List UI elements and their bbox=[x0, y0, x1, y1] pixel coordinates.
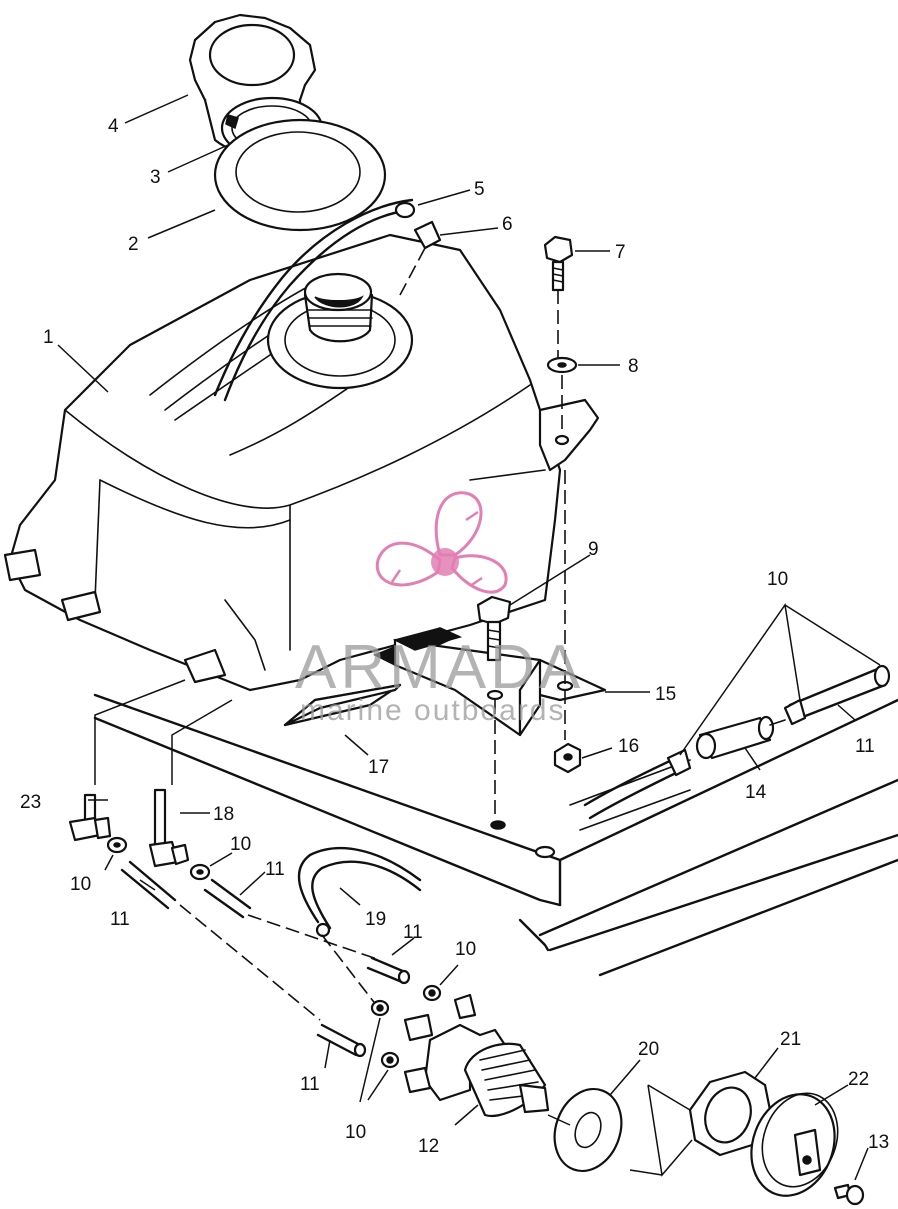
fuel-hose-right bbox=[583, 603, 891, 820]
armada-watermark: ARMADA marine outboards bbox=[295, 491, 584, 727]
fuel-valve-22 bbox=[359, 984, 550, 1118]
gasket-18 bbox=[547, 1087, 623, 1173]
nut-14 bbox=[553, 470, 582, 774]
callout-15: 17 bbox=[368, 757, 389, 778]
callout-4: 4 bbox=[108, 116, 119, 137]
pad-15 bbox=[283, 683, 402, 727]
vent-hose bbox=[213, 198, 416, 402]
hose-17 bbox=[297, 846, 422, 1011]
callout-20: 22 bbox=[848, 1069, 869, 1090]
callout-14: 16 bbox=[618, 736, 639, 757]
callout-19: 21 bbox=[780, 1029, 801, 1050]
callout-23: 23 bbox=[20, 792, 41, 813]
fitting-23 bbox=[68, 679, 186, 842]
watermark-brand: ARMADA bbox=[295, 633, 584, 702]
propeller-logo-icon bbox=[375, 491, 508, 594]
hoses-left bbox=[120, 860, 411, 1058]
fuel-filter-12 bbox=[695, 715, 786, 760]
callout-13: 15 bbox=[655, 684, 676, 705]
callout-11b: 11 bbox=[265, 859, 285, 880]
callout-11e: 11 bbox=[300, 1074, 320, 1095]
callout-12: 14 bbox=[745, 782, 767, 803]
callout-11c: 11 bbox=[110, 909, 130, 930]
vent-fitting bbox=[399, 220, 442, 296]
callout-18: 20 bbox=[638, 1039, 659, 1060]
frame-rails bbox=[93, 693, 898, 977]
callout-21: 13 bbox=[868, 1132, 889, 1153]
leader-lines bbox=[57, 94, 869, 1181]
callout-5: 5 bbox=[474, 179, 485, 200]
clamps-left bbox=[106, 836, 211, 881]
callout-11d: 11 bbox=[403, 922, 423, 943]
callout-22: 12 bbox=[418, 1136, 439, 1157]
fuel-tank bbox=[3, 233, 600, 692]
watermark-tagline: marine outboards bbox=[300, 694, 565, 727]
callout-10d: 10 bbox=[455, 939, 476, 960]
valve-knob-20 bbox=[750, 1092, 839, 1197]
bolt-7 bbox=[543, 235, 574, 360]
callout-1: 1 bbox=[43, 327, 54, 348]
cap-seal bbox=[213, 118, 387, 232]
screw-21 bbox=[833, 1183, 865, 1206]
fitting-16 bbox=[148, 699, 233, 868]
bolt-9 bbox=[476, 595, 512, 820]
callout-3: 3 bbox=[150, 167, 161, 188]
callout-16: 18 bbox=[213, 804, 234, 825]
callout-2: 2 bbox=[128, 234, 139, 255]
callout-8: 8 bbox=[628, 356, 639, 377]
callout-10b: 10 bbox=[230, 834, 251, 855]
callout-11a: 11 bbox=[855, 736, 875, 757]
callout-10c: 10 bbox=[70, 874, 91, 895]
lock-nut-19 bbox=[629, 1070, 772, 1177]
callout-labels: 4 3 2 5 6 7 1 8 9 10 15 11 16 17 14 23 1… bbox=[20, 116, 889, 1157]
washer-8 bbox=[546, 356, 578, 435]
callout-9: 9 bbox=[588, 539, 599, 560]
callout-7: 7 bbox=[615, 242, 626, 263]
callout-10a: 10 bbox=[767, 569, 788, 590]
callout-10e: 10 bbox=[345, 1122, 366, 1143]
callout-17: 19 bbox=[365, 909, 386, 930]
callout-6: 6 bbox=[502, 214, 513, 235]
